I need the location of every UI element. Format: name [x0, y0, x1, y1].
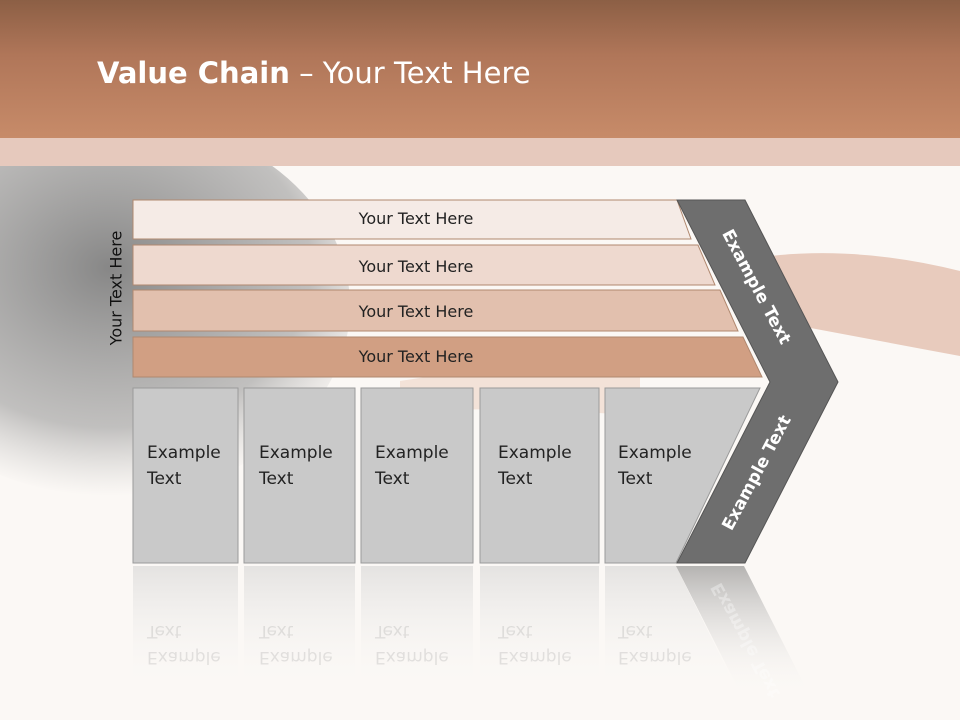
- cell-4-reflection-text: Example Text: [498, 618, 572, 670]
- chevron-arrow: [676, 199, 839, 564]
- cell-2-line1: Example: [259, 443, 333, 463]
- cell-3-reflection-text: Example Text: [375, 618, 449, 670]
- row-3-label: Your Text Here: [358, 302, 474, 321]
- cell-5-reflection-line2: Text: [618, 621, 653, 641]
- title-rest: – Your Text Here: [289, 56, 531, 90]
- cell-2-line2: Text: [259, 469, 294, 489]
- arm-shape: [770, 253, 960, 356]
- row-1-label: Your Text Here: [358, 209, 474, 228]
- cell-5: [604, 387, 761, 564]
- row-3: [132, 289, 739, 332]
- cell-2-reflection-line2: Text: [259, 621, 294, 641]
- header-bar: [0, 0, 960, 138]
- title-bold: Value Chain: [97, 56, 290, 90]
- cell-5-reflection: [605, 566, 740, 696]
- cell-4-line1: Example: [498, 443, 572, 463]
- header-band: [0, 138, 960, 166]
- cell-1-reflection-line1: Example: [147, 647, 221, 667]
- slide-title: Value Chain – Your Text Here: [97, 56, 531, 90]
- cell-2-reflection-text: Example Text: [259, 618, 333, 670]
- row-2: [132, 244, 716, 286]
- cell-5-line1: Example: [618, 443, 692, 463]
- cell-4-line2: Text: [498, 469, 533, 489]
- cell-5-reflection-line1: Example: [618, 647, 692, 667]
- cell-4-reflection-line1: Example: [498, 647, 572, 667]
- chevron-reflection: [676, 566, 810, 696]
- cell-1-line2: Text: [147, 469, 182, 489]
- cell-3: [360, 387, 474, 564]
- cell-3-line2: Text: [375, 469, 410, 489]
- cell-3-reflection-line2: Text: [375, 621, 410, 641]
- row-4: [132, 336, 763, 378]
- cell-1-reflection-line2: Text: [147, 621, 182, 641]
- row-2-label: Your Text Here: [358, 257, 474, 276]
- row-1: [132, 199, 692, 240]
- cell-1-line1: Example: [147, 443, 221, 463]
- cell-1-reflection: [133, 566, 238, 696]
- cell-4-reflection-line2: Text: [498, 621, 533, 641]
- cell-5-line2: Text: [618, 469, 653, 489]
- cell-4-reflection: [480, 566, 599, 696]
- cell-3-reflection: [361, 566, 473, 696]
- cell-1-reflection-text: Example Text: [147, 618, 221, 670]
- cell-2: [243, 387, 356, 564]
- cell-3-reflection-line1: Example: [375, 647, 449, 667]
- side-label: Your Text Here: [106, 230, 126, 346]
- cell-1: [132, 387, 239, 564]
- cell-2-reflection-line1: Example: [259, 647, 333, 667]
- cell-5-reflection-text: Example Text: [618, 618, 692, 670]
- row-4-label: Your Text Here: [358, 347, 474, 366]
- cell-2-reflection: [244, 566, 355, 696]
- cell-4: [479, 387, 600, 564]
- cell-3-line1: Example: [375, 443, 449, 463]
